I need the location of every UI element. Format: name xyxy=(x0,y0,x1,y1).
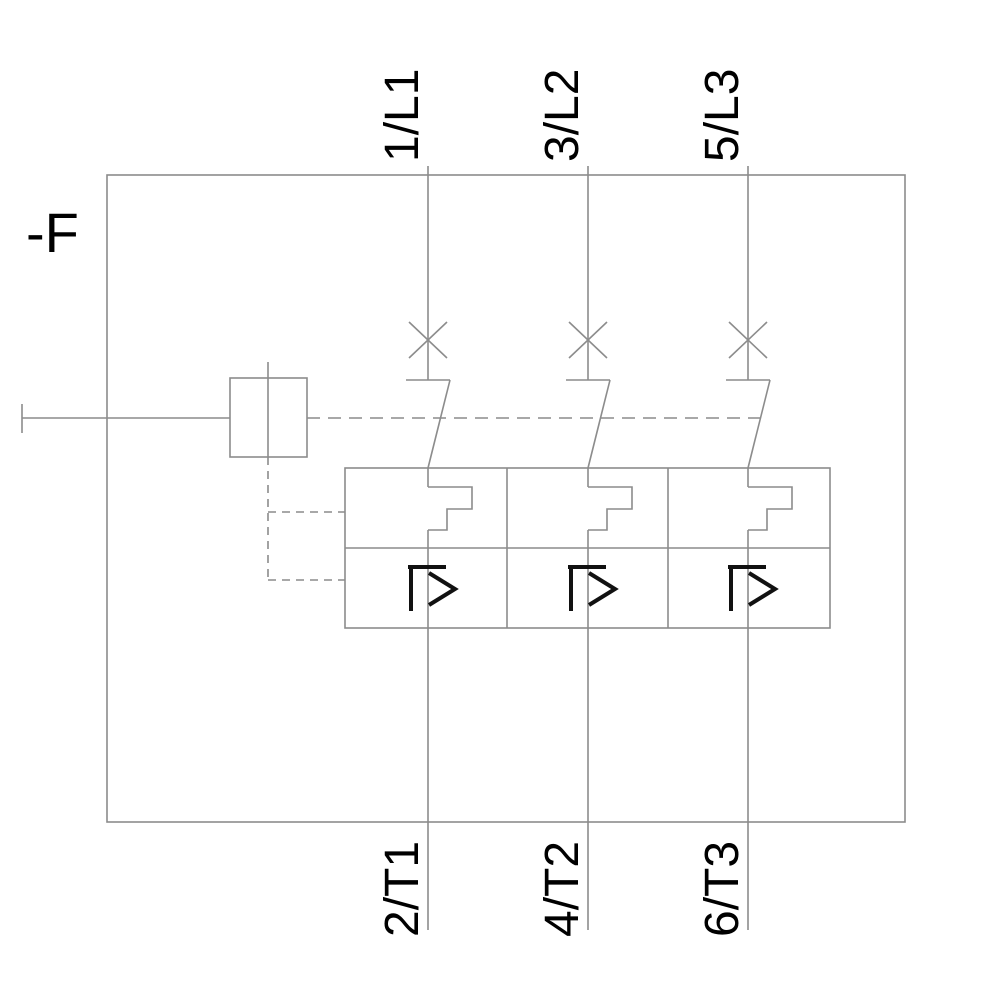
cross-stroke xyxy=(408,321,448,359)
pole-2: 3/L2 4/T2 xyxy=(536,69,633,937)
terminal-label-bottom-2: 4/T2 xyxy=(536,841,589,937)
overcurrent-trip-icon xyxy=(728,565,779,611)
actuator-assembly xyxy=(21,362,345,581)
pole-3: 5/L3 6/T3 xyxy=(696,69,793,937)
breaker-contact-cross-icon xyxy=(408,321,448,359)
pole-2-switch-blade xyxy=(587,379,611,469)
trip-chevron xyxy=(427,571,459,607)
device-reference-label: -F xyxy=(26,201,79,264)
cross-stroke xyxy=(728,321,768,359)
thermal-overload-icon xyxy=(428,486,473,531)
terminal-label-top-1: 1/L1 xyxy=(376,69,429,162)
pole-1: 1/L1 2/T1 xyxy=(376,69,473,937)
trip-chevron xyxy=(587,571,619,607)
overcurrent-trip-icon xyxy=(568,565,619,611)
thermal-overload-icon xyxy=(588,486,633,531)
device-outline-box xyxy=(106,174,906,823)
overcurrent-trip-icon xyxy=(408,565,459,611)
pole-1-switch-blade xyxy=(427,379,451,469)
pole-3-switch-blade xyxy=(747,379,771,469)
trip-chevron xyxy=(747,571,779,607)
cross-stroke xyxy=(568,321,608,359)
thermal-overload-icon xyxy=(748,486,793,531)
breaker-contact-cross-icon xyxy=(568,321,608,359)
terminal-label-top-2: 3/L2 xyxy=(536,69,589,162)
breaker-contact-cross-icon xyxy=(728,321,768,359)
terminal-label-bottom-3: 6/T3 xyxy=(696,841,749,937)
terminal-label-bottom-1: 2/T1 xyxy=(376,841,429,937)
terminal-label-top-3: 5/L3 xyxy=(696,69,749,162)
